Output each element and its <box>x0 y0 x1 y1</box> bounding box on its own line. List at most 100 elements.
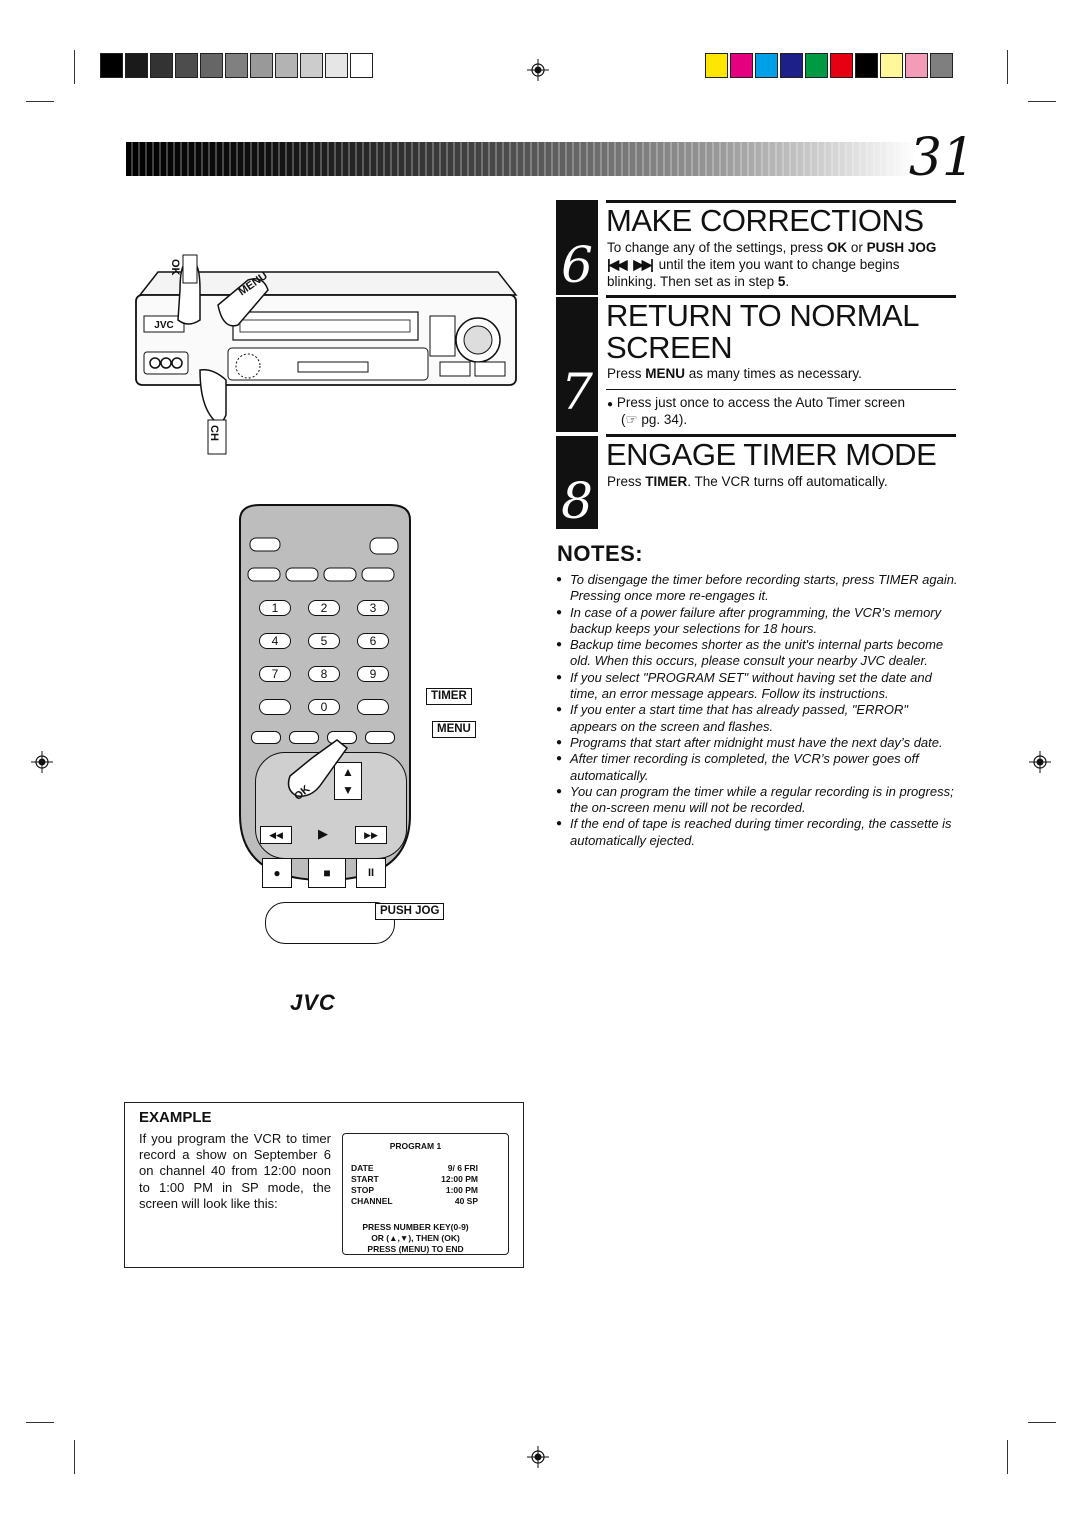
play-icon: ▶ <box>318 826 328 841</box>
example-box: EXAMPLE If you program the VCR to timer … <box>124 1102 524 1268</box>
number-key: 8 <box>308 666 340 682</box>
number-key: 2 <box>308 600 340 616</box>
stop-icon: ■ <box>308 858 346 888</box>
step-text: |◀◀ ▶▶| until the item you want to chang… <box>607 257 900 272</box>
remote-brand: JVC <box>290 990 336 1015</box>
note-item: Programs that start after midnight must … <box>556 735 958 752</box>
ch-label: CH <box>208 425 220 441</box>
gray-swatch <box>200 53 223 78</box>
number-key: 1 <box>259 600 291 616</box>
example-text: If you program the VCR to timer record a… <box>139 1131 331 1211</box>
timer-callout: TIMER <box>426 688 472 705</box>
step-text: To change any of the settings, press OK … <box>607 240 937 255</box>
remote-button <box>289 731 319 744</box>
number-key: 4 <box>259 633 291 649</box>
note-item: After timer recording is completed, the … <box>556 751 958 784</box>
number-key: 0 <box>308 699 340 715</box>
color-swatch <box>805 53 828 78</box>
push-jog-callout: PUSH JOG <box>375 903 445 920</box>
divider <box>606 389 956 390</box>
note-item: To disengage the timer before recording … <box>556 572 958 605</box>
color-swatch <box>905 53 928 78</box>
step-number: 6 <box>556 200 598 295</box>
registration-mark-icon <box>31 751 53 773</box>
step-bullet: (☞ pg. 34). <box>621 412 688 427</box>
remote-button <box>251 731 281 744</box>
menu-callout: MENU <box>432 721 476 738</box>
step-text: Press MENU as many times as necessary. <box>607 366 862 381</box>
number-key: 6 <box>357 633 389 649</box>
step-title: RETURN TO NORMAL <box>606 298 919 333</box>
color-swatch <box>930 53 953 78</box>
gray-swatch <box>125 53 148 78</box>
note-item: In case of a power failure after program… <box>556 605 958 638</box>
gray-swatch <box>350 53 373 78</box>
step-number: 8 <box>556 436 598 530</box>
ok-label: OK <box>169 259 181 276</box>
step-number: 7 <box>556 297 598 432</box>
number-key: 3 <box>357 600 389 616</box>
note-item: If you enter a start time that has alrea… <box>556 702 958 735</box>
record-icon: ● <box>262 858 292 888</box>
number-key: 9 <box>357 666 389 682</box>
menu-button <box>365 731 395 744</box>
vcr-brand: JVC <box>154 320 173 331</box>
color-swatch <box>880 53 903 78</box>
step-title: SCREEN <box>606 330 733 365</box>
step-rule <box>606 200 956 203</box>
color-swatch <box>780 53 803 78</box>
header-gradient-bar <box>126 142 916 176</box>
registration-mark-icon <box>527 59 549 81</box>
gray-swatch <box>325 53 348 78</box>
rewind-skip-icon: |◀◀ <box>607 257 627 272</box>
vcr-illustration: JVC <box>135 254 518 455</box>
osd-footer: PRESS NUMBER KEY(0-9) <box>362 1222 469 1232</box>
note-item: You can program the timer while a regula… <box>556 784 958 817</box>
fast-forward-icon: ▶▶ <box>355 826 387 844</box>
note-item: If you select "PROGRAM SET" without havi… <box>556 670 958 703</box>
rewind-icon: ◀◀ <box>260 826 292 844</box>
hand-pointer-icon <box>287 739 349 797</box>
step-rule <box>606 434 956 437</box>
color-swatch <box>705 53 728 78</box>
number-key: 7 <box>259 666 291 682</box>
osd-title: PROGRAM 1 <box>389 1141 442 1151</box>
timer-button <box>357 699 389 715</box>
gray-swatch <box>100 53 123 78</box>
step-title: MAKE CORRECTIONS <box>606 203 924 238</box>
gray-swatch <box>225 53 248 78</box>
up-down-icon: ▲▼ <box>334 762 362 800</box>
osd-footer: PRESS (MENU) TO END <box>367 1244 464 1254</box>
note-item: If the end of tape is reached during tim… <box>556 816 958 849</box>
gray-swatch <box>150 53 173 78</box>
step-text: Press TIMER. The VCR turns off automatic… <box>607 474 888 489</box>
remote-button <box>259 699 291 715</box>
step-title: ENGAGE TIMER MODE <box>606 437 937 472</box>
pause-icon: II <box>356 858 386 888</box>
osd-footer: OR (▲,▼), THEN (OK) <box>371 1233 460 1243</box>
gray-swatch <box>175 53 198 78</box>
page-number: 31 <box>908 128 975 188</box>
notes-list: To disengage the timer before recording … <box>556 572 958 849</box>
registration-mark-icon <box>527 1446 549 1468</box>
step-rule <box>606 295 956 298</box>
example-title: EXAMPLE <box>139 1109 212 1126</box>
notes-title: NOTES: <box>557 541 644 566</box>
number-key: 5 <box>308 633 340 649</box>
gray-swatch <box>300 53 323 78</box>
color-swatch <box>830 53 853 78</box>
gray-swatch <box>275 53 298 78</box>
push-jog-dial <box>265 902 395 944</box>
color-swatch <box>730 53 753 78</box>
step-bullet: ● Press just once to access the Auto Tim… <box>607 395 905 410</box>
note-item: Backup time becomes shorter as the unit'… <box>556 637 958 670</box>
forward-skip-icon: ▶▶| <box>633 257 653 272</box>
gray-swatch <box>250 53 273 78</box>
registration-mark-icon <box>1029 751 1051 773</box>
step-text: blinking. Then set as in step 5. <box>607 274 790 289</box>
color-swatch <box>855 53 878 78</box>
